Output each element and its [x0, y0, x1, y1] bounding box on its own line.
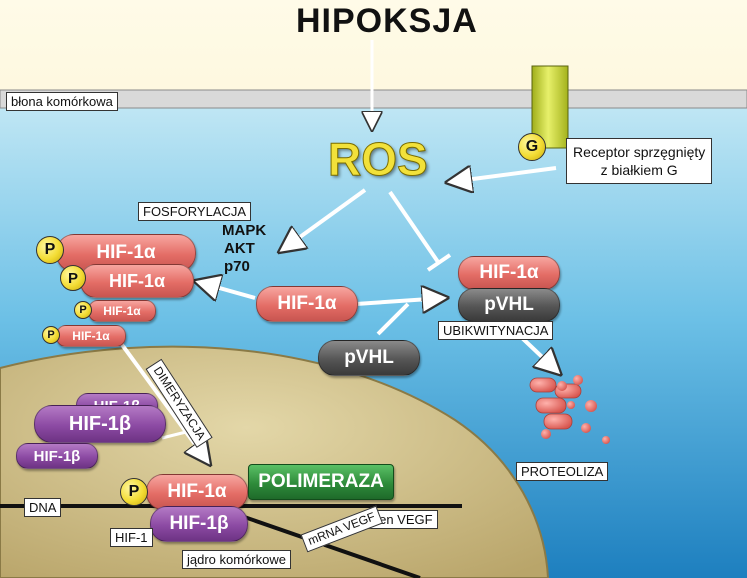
phospho-badge-4: P	[42, 326, 60, 344]
hif1a-to-pvhl-arrow	[355, 298, 444, 304]
complex-hif1a: HIF-1α	[458, 256, 560, 290]
gene-vegf-label: Gen VEGF	[364, 510, 438, 529]
dna-label: DNA	[24, 498, 62, 517]
ros-inhibition-bar	[426, 253, 452, 272]
hif1b-front: HIF-1β	[34, 405, 166, 443]
hypoxia-title: HIPOKSJA	[296, 2, 478, 40]
kinase-mapk: MAPK	[222, 222, 267, 239]
pvhl-join-line	[376, 302, 410, 336]
nucleus-label: jądro komórkowe	[182, 550, 291, 569]
nuclear-hif1b: HIF-1β	[150, 506, 248, 542]
ros-label: ROS	[328, 133, 429, 186]
phospho-hif1a-2: HIF-1α	[80, 264, 194, 298]
phospho-badge-3: P	[74, 301, 92, 319]
polymerase-box: POLIMERAZA	[248, 464, 394, 500]
kinase-akt: AKT	[224, 240, 255, 257]
phospho-hif1a-3: HIF-1α	[88, 300, 156, 322]
free-hif1a: HIF-1α	[256, 286, 358, 322]
hif1b-to-dimer-line	[161, 430, 187, 440]
hif1b-small: HIF-1β	[16, 443, 98, 469]
receptor-label-line2: z białkiem G	[600, 162, 678, 178]
ubiquitination-to-proteolysis-arrow	[518, 334, 558, 372]
complex-pvhl: pVHL	[458, 288, 560, 322]
nuclear-hif1a: HIF-1α	[146, 474, 248, 510]
hif1a-to-phospho-arrow	[198, 282, 256, 298]
receptor-label: Receptor sprzęgnięty z białkiem G	[566, 138, 713, 184]
proteolysis-fragments	[529, 375, 610, 444]
g-protein-badge: G	[518, 133, 546, 161]
ros-to-phosphorylation-arrow	[282, 188, 367, 250]
phospho-hif1a-4: HIF-1α	[56, 325, 126, 347]
proteolysis-label: PROTEOLIZA	[516, 462, 609, 481]
hif1-complex-label: HIF-1	[110, 528, 153, 547]
receptor-to-ros-arrow	[450, 168, 557, 182]
membrane-label: błona komórkowa	[6, 92, 118, 111]
free-pvhl: pVHL	[318, 340, 420, 376]
ubiquitination-label: UBIKWITYNACJA	[438, 321, 554, 340]
nuclear-phospho-badge: P	[120, 478, 148, 506]
receptor-label-line1: Receptor sprzęgnięty	[573, 144, 706, 160]
phospho-badge-2: P	[60, 265, 86, 291]
phospho-badge-1: P	[36, 236, 64, 264]
kinase-p70: p70	[224, 258, 250, 275]
phosphorylation-label: FOSFORYLACJA	[138, 202, 252, 221]
ros-inhibition-line	[388, 190, 440, 264]
